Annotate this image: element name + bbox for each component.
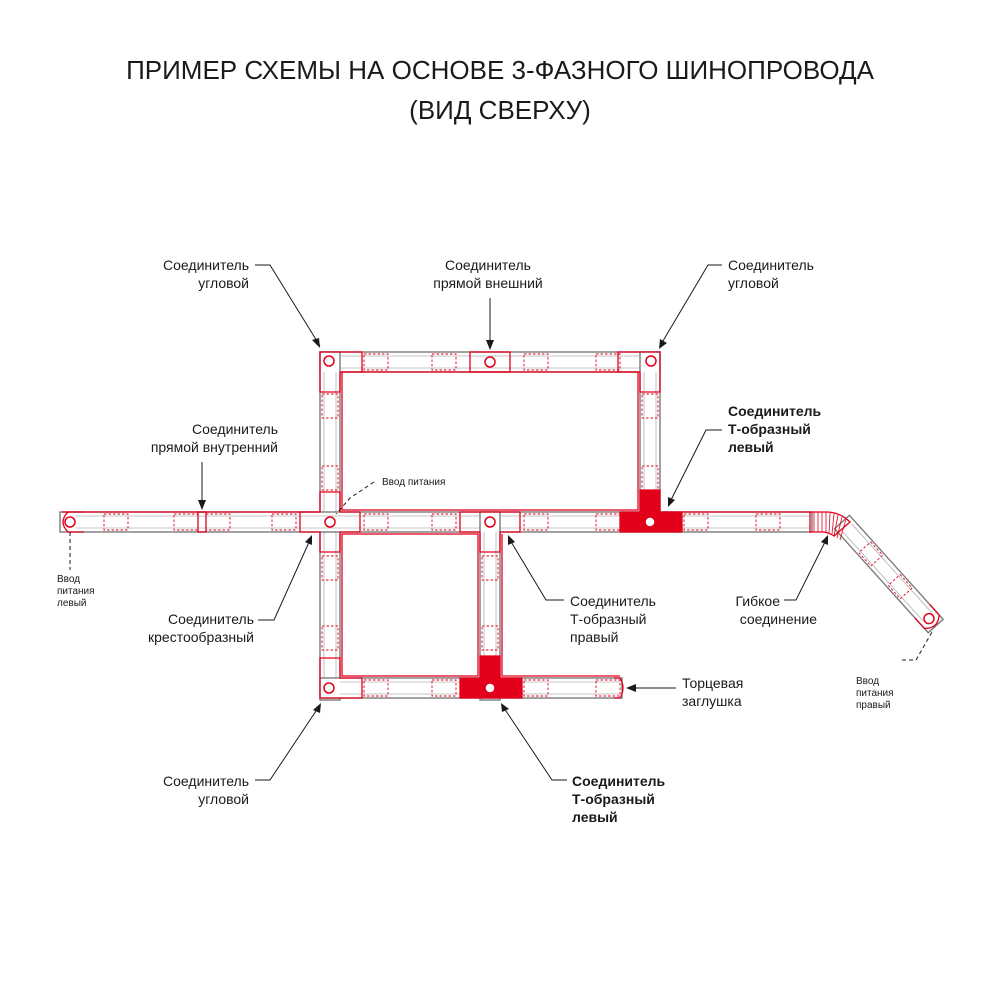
ring-icon <box>64 516 76 528</box>
label-straight-inner-1: Соединитель <box>192 421 278 437</box>
label-t-left-top-2: Т-образный <box>728 421 811 437</box>
power-input-left <box>62 511 84 533</box>
label-flexible-2: соединение <box>740 611 817 627</box>
label-corner-top-left-1: Соединитель <box>163 257 249 273</box>
rail-diagonal <box>833 514 945 634</box>
label-t-left-bottom-3: левый <box>572 809 618 825</box>
ring-icon <box>323 682 335 694</box>
label-end-cap-2: заглушка <box>682 693 742 709</box>
label-t-right-3: правый <box>570 629 618 645</box>
corner-connector-top-left <box>319 351 363 393</box>
label-power-right-3: правый <box>856 700 891 711</box>
label-t-right-1: Соединитель <box>570 593 656 609</box>
cross-connector <box>299 491 361 553</box>
label-power-right-1: Ввод <box>856 676 879 687</box>
corner-connector-top-right <box>617 351 661 393</box>
ring-icon <box>484 356 496 368</box>
ring-icon <box>645 355 657 367</box>
labels: Соединитель угловой Соединитель прямой в… <box>57 257 894 825</box>
label-t-left-top-3: левый <box>728 439 774 455</box>
label-t-left-bottom-1: Соединитель <box>572 773 666 789</box>
ring-icon <box>484 682 496 694</box>
label-power-left-3: левый <box>57 598 86 609</box>
t-connector-left-bottom <box>459 655 523 699</box>
label-corner-top-right-1: Соединитель <box>728 257 814 273</box>
ring-icon <box>923 612 935 625</box>
label-corner-bottom-left-2: угловой <box>198 791 249 807</box>
rail-main-horizontal <box>59 511 813 533</box>
label-power-left-1: Ввод <box>57 574 80 585</box>
label-cross-2: крестообразный <box>148 629 254 645</box>
label-straight-inner-2: прямой внутренний <box>151 439 278 455</box>
connectors <box>62 351 940 699</box>
title-line-1: ПРИМЕР СХЕМЫ НА ОСНОВЕ 3-ФАЗНОГО ШИНОПРО… <box>126 55 875 85</box>
label-end-cap-1: Торцевая <box>682 675 743 691</box>
flex-ribs-icon <box>813 512 847 541</box>
label-t-left-bottom-2: Т-образный <box>572 791 655 807</box>
ring-icon <box>484 516 496 528</box>
label-flexible-1: Гибкое <box>736 593 781 609</box>
label-corner-bottom-left-1: Соединитель <box>163 773 249 789</box>
label-t-right-2: Т-образный <box>570 611 646 627</box>
ring-icon <box>323 355 335 367</box>
straight-inner-connector <box>197 511 207 533</box>
t-connector-right <box>459 511 521 553</box>
end-cap <box>614 677 624 699</box>
corner-connector-bottom-left <box>319 657 363 699</box>
t-connector-left-top <box>619 489 683 533</box>
label-straight-outer-1: Соединитель <box>445 257 531 273</box>
label-power-left-2: питания <box>57 586 95 597</box>
label-cross-1: Соединитель <box>168 611 254 627</box>
ring-icon <box>324 516 336 528</box>
label-corner-top-left-2: угловой <box>198 275 249 291</box>
power-input-right <box>914 604 940 629</box>
label-corner-top-right-2: угловой <box>728 275 779 291</box>
title-line-2: (ВИД СВЕРХУ) <box>409 95 591 125</box>
label-straight-outer-2: прямой внешний <box>433 275 542 291</box>
label-power-input: Ввод питания <box>382 477 445 488</box>
straight-outer-connector <box>469 351 511 373</box>
leader-lines <box>69 264 933 781</box>
label-t-left-top-1: Соединитель <box>728 403 822 419</box>
ring-icon <box>644 516 656 528</box>
label-power-right-2: питания <box>856 688 894 699</box>
